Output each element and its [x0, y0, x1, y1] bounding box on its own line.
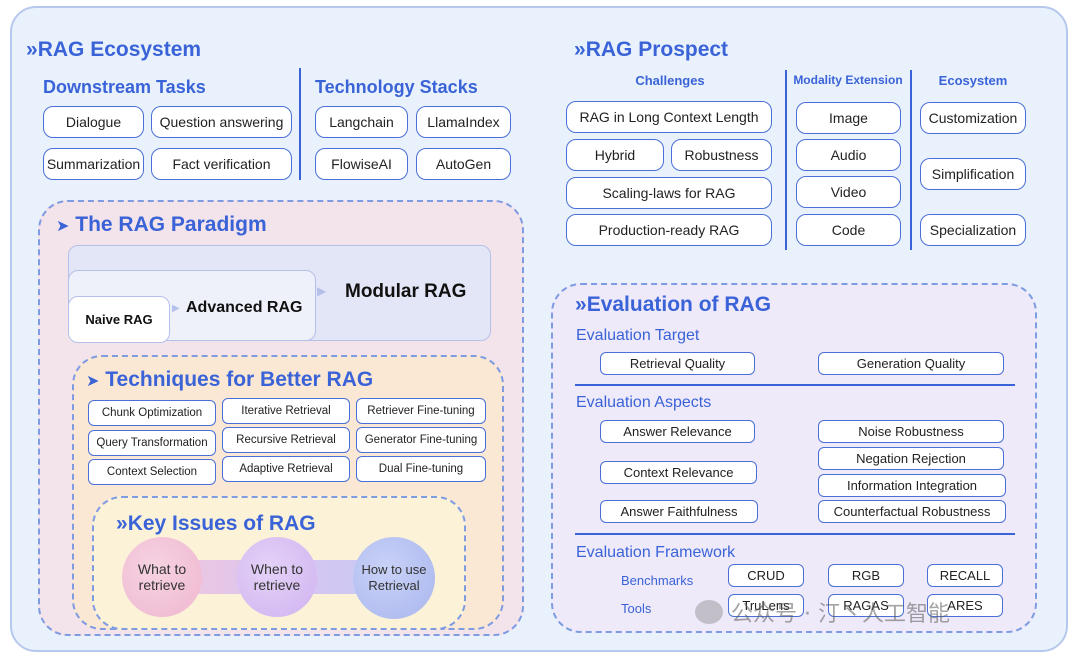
key-issue-label: How to use Retrieval: [361, 562, 427, 593]
ecosystem-item: Specialization: [920, 214, 1026, 246]
modality-item: Audio: [796, 139, 901, 171]
benchmark-item: RGB: [828, 564, 904, 587]
key-issue-circle: When to retrieve: [237, 537, 317, 617]
ecosystem-title-text: RAG Ecosystem: [37, 38, 202, 61]
modality-title: Modality Extension: [793, 73, 903, 87]
technique-item: Iterative Retrieval: [222, 398, 350, 424]
tech-item: AutoGen: [416, 148, 511, 180]
tool-item: TruLens: [728, 594, 804, 617]
tech-item: FlowiseAI: [315, 148, 408, 180]
ecosystem-item: Simplification: [920, 158, 1026, 190]
challenge-item: Production-ready RAG: [566, 214, 772, 246]
downstream-item: Summarization: [43, 148, 144, 180]
evaluation-title: »Evaluation of RAG: [575, 293, 771, 317]
naive-rag-box: Naive RAG: [68, 296, 170, 343]
technique-item: Dual Fine-tuning: [356, 456, 486, 482]
ecosystem-divider: [299, 68, 301, 180]
downstream-item: Question answering: [151, 106, 292, 138]
tech-item: LlamaIndex: [416, 106, 511, 138]
modular-rag-label: Modular RAG: [345, 281, 467, 302]
prospect-title: »RAG Prospect: [574, 38, 728, 62]
evaluation-framework-title: Evaluation Framework: [576, 544, 736, 561]
prospect-title-text: RAG Prospect: [585, 38, 729, 61]
challenge-item: Scaling-laws for RAG: [566, 177, 772, 209]
paradigm-title-text: The RAG Paradigm: [75, 213, 267, 236]
downstream-item: Fact verification: [151, 148, 292, 180]
tech-item: Langchain: [315, 106, 408, 138]
double-arrow-icon: »: [116, 512, 128, 535]
prospect-ecosystem-title: Ecosystem: [938, 73, 1008, 88]
downstream-title: Downstream Tasks: [43, 77, 206, 97]
benchmark-item: CRUD: [728, 564, 804, 587]
wechat-icon: [695, 600, 723, 624]
tools-label: Tools: [621, 601, 652, 616]
watermark-text: 公众号 · 汀丶人工智能: [731, 602, 950, 627]
modality-item: Code: [796, 214, 901, 246]
challenge-item: Robustness: [671, 139, 772, 171]
key-issue-circle: What to retrieve: [122, 537, 202, 617]
tool-item: ARES: [927, 594, 1003, 617]
evaluation-title-text: Evaluation of RAG: [586, 293, 772, 316]
evaluation-aspect-item: Negation Rejection: [818, 447, 1004, 470]
arrow-icon: ➤: [86, 373, 100, 390]
evaluation-divider-1: [575, 384, 1015, 386]
evaluation-aspect-item: Answer Faithfulness: [600, 500, 758, 523]
challenge-item: Hybrid: [566, 139, 664, 171]
evaluation-target-item: Retrieval Quality: [600, 352, 755, 375]
key-issues-title-text: Key Issues of RAG: [127, 512, 316, 535]
evaluation-target-title: Evaluation Target: [576, 327, 700, 344]
techniques-title: ➤ Techniques for Better RAG: [86, 368, 373, 392]
technique-item: Adaptive Retrieval: [222, 456, 350, 482]
challenge-item: RAG in Long Context Length: [566, 101, 772, 133]
double-arrow-icon: »: [574, 38, 586, 61]
evaluation-aspect-item: Information Integration: [818, 474, 1006, 497]
technique-item: Generator Fine-tuning: [356, 427, 486, 453]
key-issues-title: »Key Issues of RAG: [116, 512, 316, 536]
modality-item: Video: [796, 176, 901, 208]
evaluation-aspect-item: Noise Robustness: [818, 420, 1004, 443]
double-arrow-icon: »: [26, 38, 38, 61]
watermark: 公众号 · 汀丶人工智能: [695, 596, 950, 628]
prospect-divider-2: [910, 70, 912, 250]
ecosystem-item: Customization: [920, 102, 1026, 134]
benchmarks-label: Benchmarks: [621, 573, 694, 588]
ecosystem-title: »RAG Ecosystem: [26, 38, 201, 62]
arrow-icon: ➤: [56, 218, 70, 235]
evaluation-aspect-item: Answer Relevance: [600, 420, 755, 443]
technique-item: Retriever Fine-tuning: [356, 398, 486, 424]
downstream-item: Dialogue: [43, 106, 144, 138]
challenges-title: Challenges: [635, 73, 705, 88]
key-issue-circle: How to use Retrieval: [353, 537, 435, 619]
prospect-divider-1: [785, 70, 787, 250]
technique-item: Chunk Optimization: [88, 400, 216, 426]
evaluation-aspect-item: Counterfactual Robustness: [818, 500, 1006, 523]
technique-item: Recursive Retrieval: [222, 427, 350, 453]
techniques-title-text: Techniques for Better RAG: [105, 368, 374, 391]
evaluation-aspect-item: Context Relevance: [600, 461, 757, 484]
evaluation-aspects-title: Evaluation Aspects: [576, 394, 712, 411]
naive-rag-label: Naive RAG: [85, 312, 153, 327]
evaluation-target-item: Generation Quality: [818, 352, 1004, 375]
benchmark-item: RECALL: [927, 564, 1003, 587]
double-arrow-icon: »: [575, 293, 587, 316]
evaluation-divider-2: [575, 533, 1015, 535]
arrow-to-advanced: ▶: [172, 303, 180, 314]
technique-item: Query Transformation: [88, 430, 216, 456]
tech-stacks-title: Technology Stacks: [315, 77, 478, 97]
advanced-rag-label: Advanced RAG: [186, 299, 303, 316]
technique-item: Context Selection: [88, 459, 216, 485]
arrow-to-modular: ▶: [317, 284, 327, 298]
paradigm-title: ➤ The RAG Paradigm: [56, 213, 267, 237]
key-issue-label: What to retrieve: [137, 561, 187, 593]
modality-item: Image: [796, 102, 901, 134]
tool-item: RAGAS: [828, 594, 904, 617]
key-issue-label: When to retrieve: [250, 561, 304, 593]
